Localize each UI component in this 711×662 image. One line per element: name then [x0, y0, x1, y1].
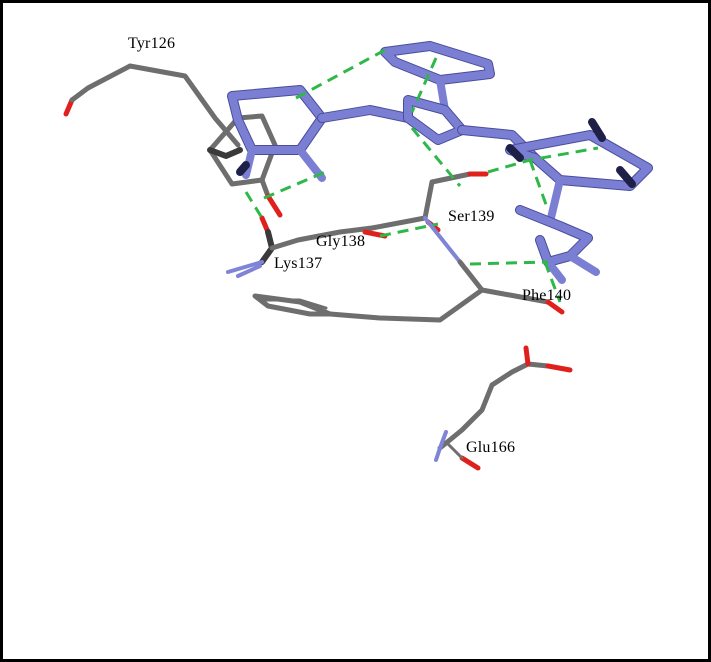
hbond-ser139-side [528, 159, 550, 211]
hbond-gly138 [379, 222, 439, 238]
hbond-phe140-o [543, 261, 562, 303]
hbond-tyr126-oh [263, 168, 331, 200]
label-lys137: Lys137 [274, 255, 323, 272]
tyr126-residue [63, 63, 283, 218]
label-phe140: Phe140 [522, 287, 572, 304]
hbond-lys137 [244, 191, 264, 219]
ligand-molecule [227, 41, 653, 284]
phe140-residue [252, 259, 565, 323]
label-glu166: Glu166 [466, 439, 516, 456]
hbond-ser139-chain [410, 127, 462, 187]
ser139-residue [422, 171, 489, 264]
ligand-linker [317, 105, 413, 123]
ligand-left-ring [227, 85, 327, 182]
ligand-right-ring [505, 118, 653, 226]
hbond-top-ring [410, 57, 438, 113]
label-ser139: Ser139 [448, 208, 495, 225]
glu166-residue [434, 345, 573, 471]
ligand-top-ring [380, 41, 495, 145]
ligand-lower-branch [515, 205, 600, 284]
hbond-tyr126-top [295, 48, 386, 100]
hydrogen-bonds [244, 48, 599, 303]
label-tyr126: Tyr126 [128, 35, 176, 52]
hbond-phe140-nh [469, 260, 549, 266]
label-gly138: Gly138 [316, 233, 366, 250]
lys137-residue [226, 215, 275, 278]
